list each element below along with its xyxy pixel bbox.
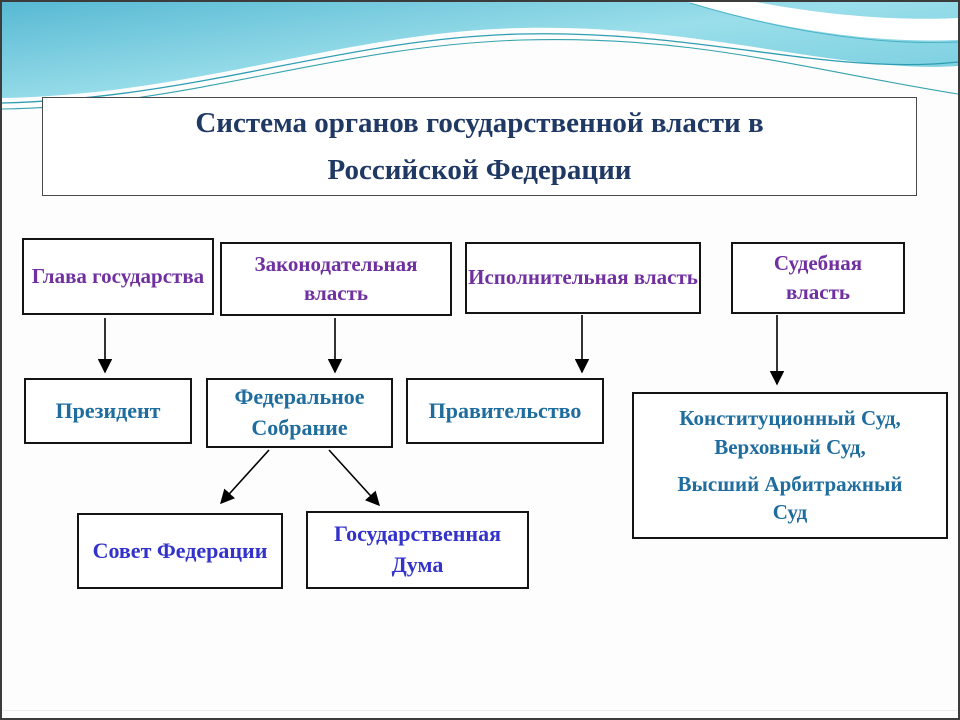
arrow-assembly-to-council bbox=[220, 449, 270, 505]
node-government-label: Правительство bbox=[428, 397, 582, 423]
node-federation-council: Совет Федерации bbox=[77, 513, 283, 589]
node-courts-label-line1: Конституционный Суд, Верховный Суд, bbox=[679, 406, 901, 459]
arrow-assembly-to-duma bbox=[328, 449, 380, 507]
node-judicial-power-label: Судебная власть bbox=[773, 250, 863, 304]
node-government: Правительство bbox=[406, 378, 604, 444]
bottom-rule-decoration bbox=[2, 710, 958, 711]
node-executive-power: Исполнительная власть bbox=[465, 242, 701, 314]
node-president: Президент bbox=[24, 378, 192, 444]
node-federal-assembly-label: Федеральное Собрание bbox=[234, 384, 365, 440]
node-courts-label-line2: Высший Арбитражный Суд bbox=[677, 472, 903, 525]
node-federation-council-label: Совет Федерации bbox=[92, 537, 268, 563]
node-head-of-state: Глава государства bbox=[22, 238, 214, 315]
node-state-duma-label: Государственная Дума bbox=[334, 521, 501, 577]
header-wave-decoration bbox=[2, 2, 958, 110]
slide-title-box: Система органов государственной власти в… bbox=[42, 97, 917, 196]
slide-title: Система органов государственной власти в… bbox=[195, 106, 764, 186]
node-legislative-power: Законодательная власть bbox=[220, 242, 452, 316]
node-president-label: Президент bbox=[55, 397, 161, 423]
node-federal-assembly: Федеральное Собрание bbox=[206, 378, 393, 448]
node-state-duma: Государственная Дума bbox=[306, 511, 529, 589]
node-legislative-power-label: Законодательная власть bbox=[254, 251, 418, 305]
node-executive-power-label: Исполнительная власть bbox=[468, 265, 698, 290]
node-head-of-state-label: Глава государства bbox=[31, 263, 205, 288]
node-judicial-power: Судебная власть bbox=[731, 242, 905, 314]
node-courts: Конституционный Суд, Верховный Суд, Высш… bbox=[632, 392, 948, 539]
